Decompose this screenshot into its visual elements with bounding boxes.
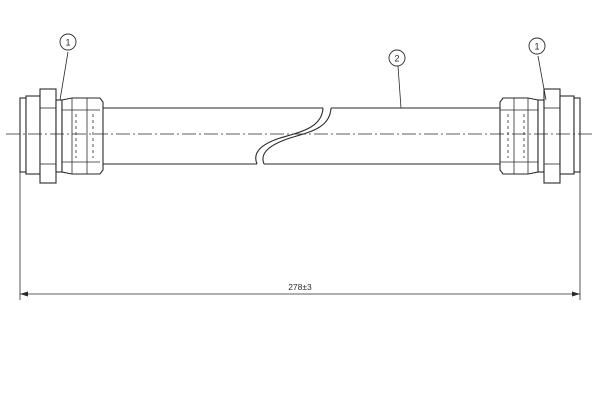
arrow-right-icon	[572, 291, 580, 297]
callout-number: 1	[65, 38, 70, 48]
callout-balloon-left-fitting: 1	[59, 33, 77, 51]
arrow-left-icon	[20, 291, 28, 297]
right-fitting	[499, 88, 581, 184]
callout-number: 1	[534, 42, 539, 52]
left-fitting	[19, 88, 104, 184]
extension-lines	[19, 172, 581, 300]
callout-balloon-right-fitting: 1	[528, 37, 546, 55]
callout-number: 2	[394, 54, 399, 64]
callout-leaders	[59, 51, 547, 109]
overall-length-dimension: 278±3	[288, 282, 312, 292]
callout-balloon-hose: 2	[388, 49, 406, 67]
dimension-line	[20, 291, 580, 297]
hose-body	[100, 107, 503, 165]
